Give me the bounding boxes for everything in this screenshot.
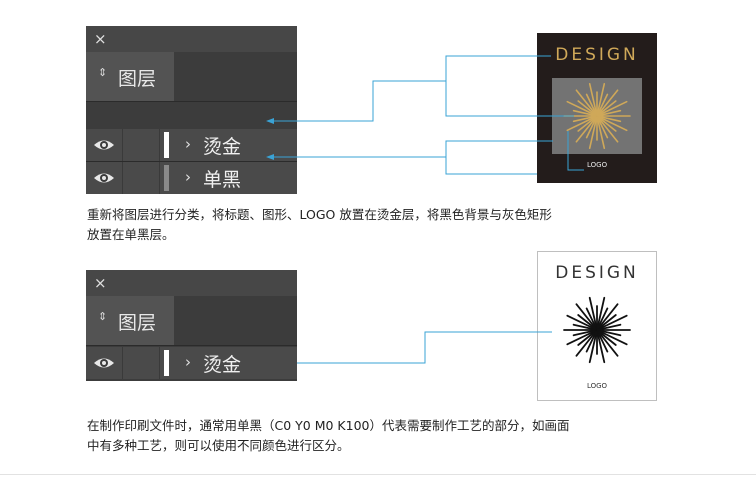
divider <box>122 162 123 194</box>
starburst-ray <box>596 303 619 331</box>
updown-arrow-icon: ⇕ <box>98 310 108 323</box>
starburst-ray <box>566 329 598 346</box>
eye-icon[interactable] <box>92 168 116 188</box>
layer-name: 烫金 <box>203 136 242 158</box>
layer-color-swatch <box>164 350 169 376</box>
starburst-ray <box>575 303 598 331</box>
panel-titlebar: × <box>86 26 297 52</box>
starburst-ray <box>596 100 617 117</box>
caption-top: 重新将图层进行分类，将标题、图形、LOGO 放置在烫金层，将黑色背景与灰色矩形 … <box>87 205 687 245</box>
layers-panel-bottom: × ⇕ 图层 › 烫金 <box>86 270 297 381</box>
starburst-ray <box>588 115 598 149</box>
logo-text: LOGO <box>586 382 608 390</box>
divider <box>86 101 297 102</box>
tab-layers-label: 图层 <box>118 312 157 334</box>
caption-line: 在制作印刷文件时，通常用单黑（C0 Y0 M0 K100）代表需要制作工艺的部分… <box>87 418 570 433</box>
starburst-ray <box>585 115 598 139</box>
starburst-ray <box>566 115 598 132</box>
design-title: DESIGN <box>555 45 639 65</box>
connector-line <box>445 157 537 175</box>
caption-line: 中有多种工艺，则可以使用不同颜色进行区分。 <box>87 438 350 453</box>
caption-line: 放置在单黑层。 <box>87 227 175 242</box>
starburst-ray <box>577 115 598 132</box>
connector-line <box>567 131 584 171</box>
chevron-right-icon[interactable]: › <box>185 135 191 153</box>
arrowhead <box>266 118 274 124</box>
divider <box>122 129 123 161</box>
divider <box>159 347 160 379</box>
divider <box>86 161 297 162</box>
starburst-ray <box>588 82 598 117</box>
connector-line <box>272 140 553 158</box>
eye-icon[interactable] <box>92 353 116 373</box>
tab-layers[interactable]: ⇕ 图层 <box>86 296 174 345</box>
connector-line <box>272 331 552 364</box>
arrowhead <box>266 154 274 160</box>
starburst-ray <box>596 115 606 149</box>
layers-panel-top: × ⇕ 图层 › 烫金 › 单黑 <box>86 26 297 194</box>
starburst-ray <box>588 329 598 364</box>
caption-bottom: 在制作印刷文件时，通常用单黑（C0 Y0 M0 K100）代表需要制作工艺的部分… <box>87 416 687 456</box>
panel-titlebar: × <box>86 270 297 296</box>
starburst-ray <box>596 100 628 117</box>
divider <box>86 345 297 346</box>
starburst-ray <box>577 100 598 117</box>
updown-arrow-icon: ⇕ <box>98 66 108 79</box>
starburst-gold-icon <box>563 82 631 149</box>
starburst-ray <box>566 100 598 117</box>
caption-line: 重新将图层进行分类，将标题、图形、LOGO 放置在烫金层，将黑色背景与灰色矩形 <box>87 207 552 222</box>
layer-name: 烫金 <box>203 354 242 376</box>
divider <box>0 474 756 475</box>
connector-line <box>445 81 574 117</box>
starburst-ray <box>596 82 606 117</box>
logo-text: LOGO <box>587 161 608 169</box>
layer-name: 单黑 <box>203 169 242 191</box>
divider <box>159 162 160 194</box>
starburst-ray <box>566 314 598 331</box>
starburst-ray <box>596 115 619 143</box>
layer-row-gold[interactable]: › 烫金 <box>86 129 297 161</box>
connector-line <box>272 55 551 122</box>
starburst-ray <box>596 329 606 364</box>
starburst-ray <box>596 314 628 331</box>
starburst-ray <box>585 93 598 117</box>
layer-color-swatch <box>164 132 169 158</box>
starburst-ray <box>596 329 619 357</box>
layer-color-swatch <box>164 165 169 191</box>
chevron-right-icon[interactable]: › <box>185 353 191 371</box>
design-card-white: DESIGN LOGO <box>537 251 657 401</box>
close-icon[interactable]: × <box>94 30 107 48</box>
chevron-right-icon[interactable]: › <box>185 168 191 186</box>
layer-row-gold[interactable]: › 烫金 <box>86 347 297 379</box>
starburst-ray <box>575 115 598 143</box>
starburst-ray <box>596 93 609 117</box>
starburst-ray <box>575 329 598 357</box>
starburst-ray <box>596 109 622 117</box>
starburst-ray <box>596 115 622 123</box>
close-icon[interactable]: × <box>94 274 107 292</box>
divider <box>122 347 123 379</box>
starburst-ray <box>596 323 622 331</box>
starburst-ray <box>596 329 628 346</box>
starburst-ray <box>575 89 598 117</box>
starburst-ray <box>596 89 619 117</box>
divider <box>159 129 160 161</box>
starburst-ray <box>572 109 598 117</box>
layer-row-black[interactable]: › 单黑 <box>86 162 297 194</box>
design-title: DESIGN <box>555 263 639 283</box>
tab-layers[interactable]: ⇕ 图层 <box>86 52 174 101</box>
starburst-ray <box>588 296 598 331</box>
eye-icon[interactable] <box>92 135 116 155</box>
starburst-black-icon <box>563 296 631 364</box>
design-card-dark: DESIGN LOGO <box>537 33 657 183</box>
starburst-ray <box>596 115 617 132</box>
starburst-ray <box>596 115 628 132</box>
starburst-ray <box>572 115 598 123</box>
starburst-ray <box>596 296 606 331</box>
starburst-ray <box>596 115 609 139</box>
tab-layers-label: 图层 <box>118 68 157 90</box>
